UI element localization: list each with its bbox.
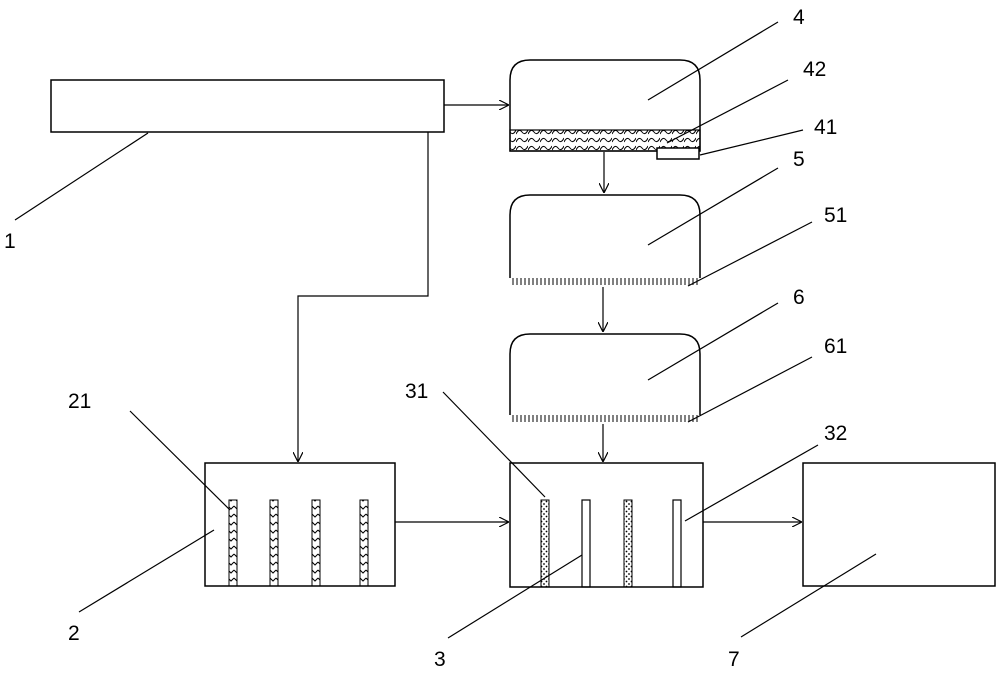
label-4: 4 [793, 6, 805, 29]
leader-5 [647, 167, 779, 246]
component-1-box [50, 79, 445, 133]
component-2-box [204, 462, 396, 587]
leader-21 [129, 410, 231, 511]
leader-1 [14, 132, 149, 221]
component-6-vessel [509, 333, 701, 415]
plate-31 [540, 499, 550, 588]
label-51: 51 [824, 204, 847, 227]
label-7: 7 [728, 648, 740, 671]
label-21: 21 [68, 390, 91, 413]
leader-61 [687, 356, 813, 423]
component-7-box [802, 462, 996, 587]
label-31: 31 [405, 380, 428, 403]
plate-32 [672, 499, 682, 588]
label-2: 2 [68, 622, 80, 645]
plate-21 [228, 499, 238, 587]
element-41 [656, 147, 700, 160]
plate-32 [581, 499, 591, 588]
arrow-1-to-2 [298, 132, 429, 461]
leader-7 [740, 553, 877, 638]
leader-2 [78, 529, 215, 613]
label-42: 42 [803, 58, 826, 81]
leader-31 [442, 391, 546, 498]
label-41: 41 [814, 116, 837, 139]
label-32: 32 [824, 422, 847, 445]
fringe-61 [510, 415, 700, 422]
label-1: 1 [4, 230, 16, 253]
component-4-vessel [509, 59, 701, 152]
label-6: 6 [793, 286, 805, 309]
component-5-vessel [509, 194, 701, 278]
leader-51 [687, 221, 813, 287]
layer-42 [509, 129, 701, 152]
leader-32 [684, 444, 819, 522]
label-61: 61 [824, 335, 847, 358]
leader-3 [447, 554, 583, 639]
plate-31 [623, 499, 633, 588]
leader-42 [666, 79, 789, 144]
fringe-51 [510, 278, 700, 285]
label-3: 3 [434, 648, 446, 671]
plate-21 [359, 499, 369, 587]
plate-21 [269, 499, 279, 587]
leader-41 [699, 129, 804, 156]
leader-4 [647, 21, 779, 101]
plate-21 [311, 499, 321, 587]
component-3-box [509, 462, 704, 588]
leader-6 [647, 302, 779, 381]
label-5: 5 [793, 148, 805, 171]
